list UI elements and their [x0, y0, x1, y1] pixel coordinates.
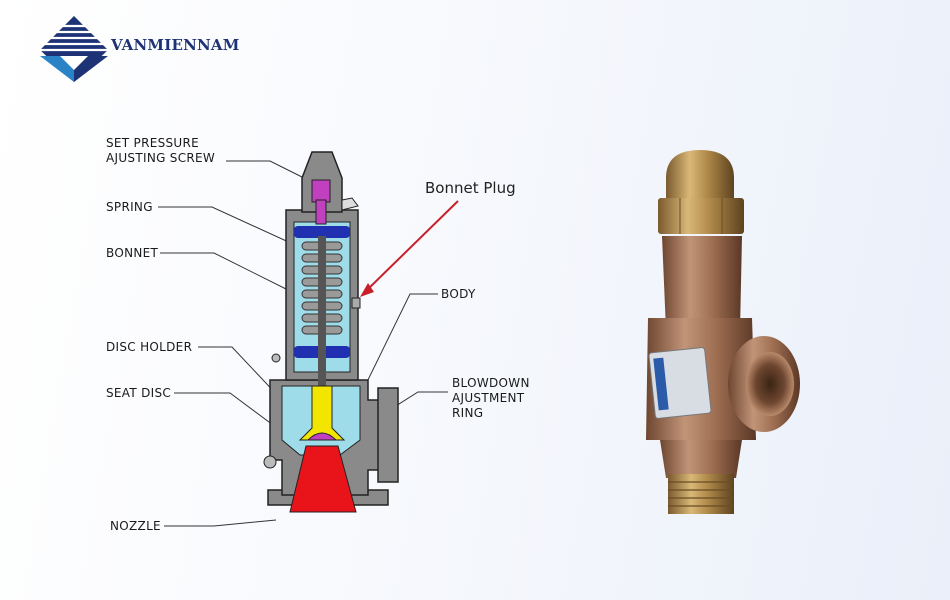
- brand-logo[interactable]: [40, 16, 290, 82]
- label-set-pressure: SET PRESSURE AJUSTING SCREW: [106, 136, 216, 165]
- label-blowdown-ring: BLOWDOWN AJUSTMENT RING: [452, 376, 530, 420]
- spring-seal-top: [294, 226, 350, 238]
- disc-holder: [298, 385, 346, 441]
- bonnet-plug: [351, 297, 361, 309]
- label-spring: SPRING: [106, 200, 153, 214]
- nozzle: [289, 445, 357, 513]
- logo-mark-icon: [40, 16, 108, 82]
- bonnet-plug-arrow: [360, 200, 459, 297]
- label-nozzle: NOZZLE: [110, 519, 161, 533]
- label-bonnet: BONNET: [106, 246, 159, 260]
- label-body: BODY: [441, 287, 476, 301]
- label-seat-disc: SEAT DISC: [106, 386, 172, 400]
- valve-stem: [318, 236, 326, 386]
- callout-bonnet-plug: Bonnet Plug: [425, 179, 516, 197]
- seat-disc: [306, 432, 338, 441]
- leader-lines: [158, 160, 448, 527]
- label-disc-holder: DISC HOLDER: [106, 340, 193, 354]
- brand-name: VANMIENNAM: [111, 36, 240, 54]
